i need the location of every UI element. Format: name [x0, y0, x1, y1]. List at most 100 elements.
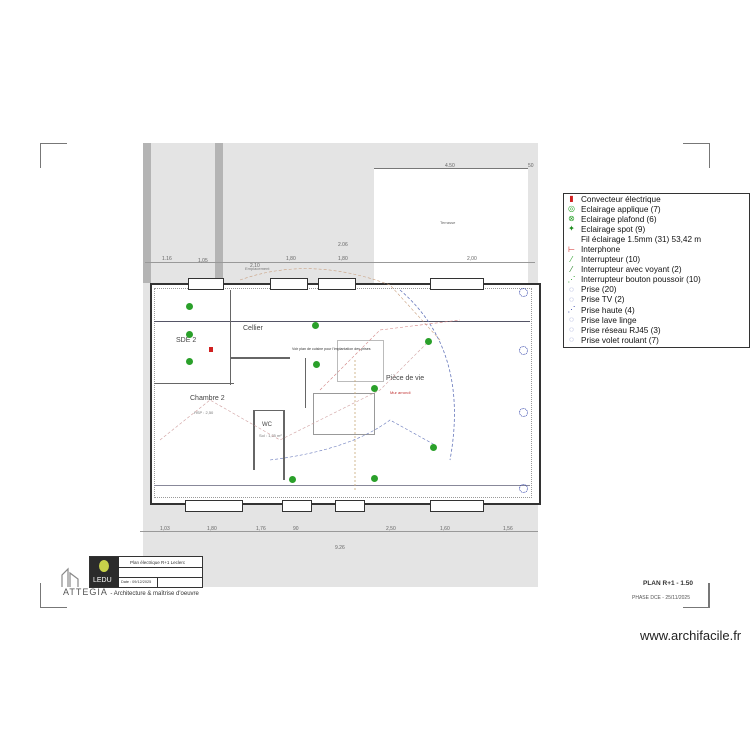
- title-block: LEDU Plan électrique R+1 Leclerc Date : …: [89, 556, 203, 588]
- stair-area: [313, 393, 375, 435]
- legend-item-label: Interrupteur avec voyant (2): [581, 265, 682, 275]
- legend-item-label: Eclairage applique (7): [581, 204, 661, 214]
- dim-top-5: 1,80: [338, 256, 348, 262]
- window-top-1: [188, 278, 224, 290]
- legend-item: ◌Prise lave linge: [564, 315, 749, 325]
- legend-item-label: Prise haute (4): [581, 305, 635, 315]
- wall-v-wc-right: [283, 410, 285, 480]
- tv-outlet-icon: ◌: [569, 294, 574, 304]
- room-label-sde2: SDE 2: [176, 337, 197, 344]
- switch-indicator-icon: ⁄: [570, 264, 573, 274]
- spot-light-fixture: [425, 338, 432, 345]
- crop-mark-bottom-left: [40, 583, 67, 608]
- dim-bottom-5: 2,50: [386, 526, 396, 532]
- legend-item: ◌ Prise TV (2): [564, 295, 749, 305]
- window-bottom-1: [185, 500, 243, 512]
- legend-item: ⁄ Interrupteur (10): [564, 255, 749, 265]
- kitchen-note: Voir plan de cuisine pour l'implantation…: [292, 347, 371, 351]
- push-switch-icon: ⋰: [567, 274, 576, 284]
- blank-icon: [567, 235, 576, 243]
- legend-item-label: Prise (20): [581, 285, 617, 295]
- legend-item-label: Interrupteur bouton poussoir (10): [581, 275, 701, 285]
- room-label-cellier: Cellier: [243, 325, 263, 332]
- grid-line: [119, 577, 202, 578]
- attegia-logo-icon: [61, 567, 79, 587]
- legend-item-label: Prise volet roulant (7): [581, 335, 659, 345]
- legend-item: ◌Prise (20): [564, 285, 749, 295]
- plan-phase: PHASE DCE - 25/11/2025: [632, 595, 690, 601]
- wall-h-bottom: [154, 485, 530, 486]
- crop-mark-bottom-right: [683, 583, 710, 608]
- legend-item: ⊢Interphone: [564, 244, 749, 254]
- grid-line: [119, 567, 202, 568]
- spot-light-fixture: [312, 322, 319, 329]
- dim-bottom-2: 1,80: [207, 526, 217, 532]
- plan-title-rule: [708, 583, 709, 607]
- dim-top-4: 1,80: [286, 256, 296, 262]
- spot-light-icon: ✦: [568, 224, 575, 234]
- legend-item: ▮Convecteur électrique: [564, 194, 749, 204]
- wall-v-sde: [230, 290, 231, 385]
- legend-item-label: Eclairage spot (9): [581, 224, 646, 234]
- brand-line: ATTEGIA - Architecture & maîtrise d'oeuv…: [63, 587, 199, 597]
- wall-light-icon: ◎: [568, 204, 575, 214]
- outlet-fixture: [519, 408, 528, 417]
- window-top-3: [318, 278, 356, 290]
- window-top-2: [270, 278, 308, 290]
- legend-item-label: Convecteur électrique: [581, 194, 661, 204]
- legend-item-label: Interrupteur (10): [581, 255, 641, 265]
- legend-item: ◎ Eclairage applique (7): [564, 204, 749, 214]
- spot-light-fixture: [289, 476, 296, 483]
- outlet-fixture: [519, 484, 528, 493]
- kitchen-island: [337, 340, 384, 382]
- legend-item-label: Fil éclairage 1.5mm (31) 53,42 m: [581, 234, 702, 244]
- outlet-fixture: [519, 346, 528, 355]
- neighbor-wall-left: [143, 143, 151, 283]
- dimension-line-top: [145, 262, 535, 263]
- legend-item: ⁄ Interrupteur avec voyant (2): [564, 265, 749, 275]
- dim-top-6: 2,00: [467, 256, 477, 262]
- legend-item: ⋰ Interrupteur bouton poussoir (10): [564, 275, 749, 285]
- room-label-emplacement: Emplacement: [245, 266, 270, 271]
- convector-fixture: [209, 347, 213, 352]
- legend-item-label: Prise réseau RJ45 (3): [581, 325, 661, 335]
- switch-icon: ⁄: [570, 254, 573, 264]
- window-bottom-3: [335, 500, 365, 512]
- dim-top-7: 2.06: [338, 242, 348, 248]
- dim-top-8: 4.50: [445, 163, 455, 169]
- legend-item: ◌Prise réseau RJ45 (3): [564, 325, 749, 335]
- watermark: www.archifacile.fr: [640, 628, 742, 643]
- crop-mark-top-left: [40, 143, 67, 168]
- drawing-date: Date : 09/12/2025: [121, 580, 152, 584]
- ledu-logo: LEDU: [90, 557, 119, 587]
- title-block-grid: [119, 557, 202, 587]
- room-label-wc: WC: [262, 422, 272, 428]
- legend-item: Fil éclairage 1.5mm (31) 53,42 m: [564, 234, 749, 244]
- lightbulb-icon: [99, 560, 109, 572]
- legend-item-label: Interphone: [581, 245, 621, 255]
- spot-light-fixture: [186, 358, 193, 365]
- shutter-outlet-icon: ◌: [569, 335, 574, 345]
- dim-bottom-total: 9.26: [335, 545, 345, 551]
- dim-bottom-1: 1,03: [160, 526, 170, 532]
- dim-bottom-7: 1,56: [503, 526, 513, 532]
- dimension-line-bottom: [140, 531, 538, 532]
- neighbor-wall-mid: [215, 143, 223, 283]
- dim-bottom-4: 90: [293, 526, 299, 532]
- window-bottom-4: [430, 500, 484, 512]
- legend-item-label: Prise TV (2): [581, 295, 625, 305]
- wall-h-wc: [253, 410, 285, 411]
- room-label-chambre2: Chambre 2: [190, 395, 225, 402]
- dim-top-2: 1,05: [198, 258, 208, 264]
- outlet-fixture: [519, 288, 528, 297]
- terrace-area: [374, 168, 528, 284]
- dim-bottom-6: 1,60: [440, 526, 450, 532]
- wall-v-cellier: [305, 358, 306, 408]
- ceiling-light-icon: ⊗: [568, 214, 575, 224]
- washer-outlet-icon: ◌: [569, 315, 574, 325]
- spot-light-fixture: [186, 303, 193, 310]
- wiring-overlay: [159, 268, 461, 490]
- legend-item: ✦ Eclairage spot (9): [564, 224, 749, 234]
- wall-h-cellier: [230, 357, 290, 359]
- dim-top-9: 50: [528, 163, 534, 169]
